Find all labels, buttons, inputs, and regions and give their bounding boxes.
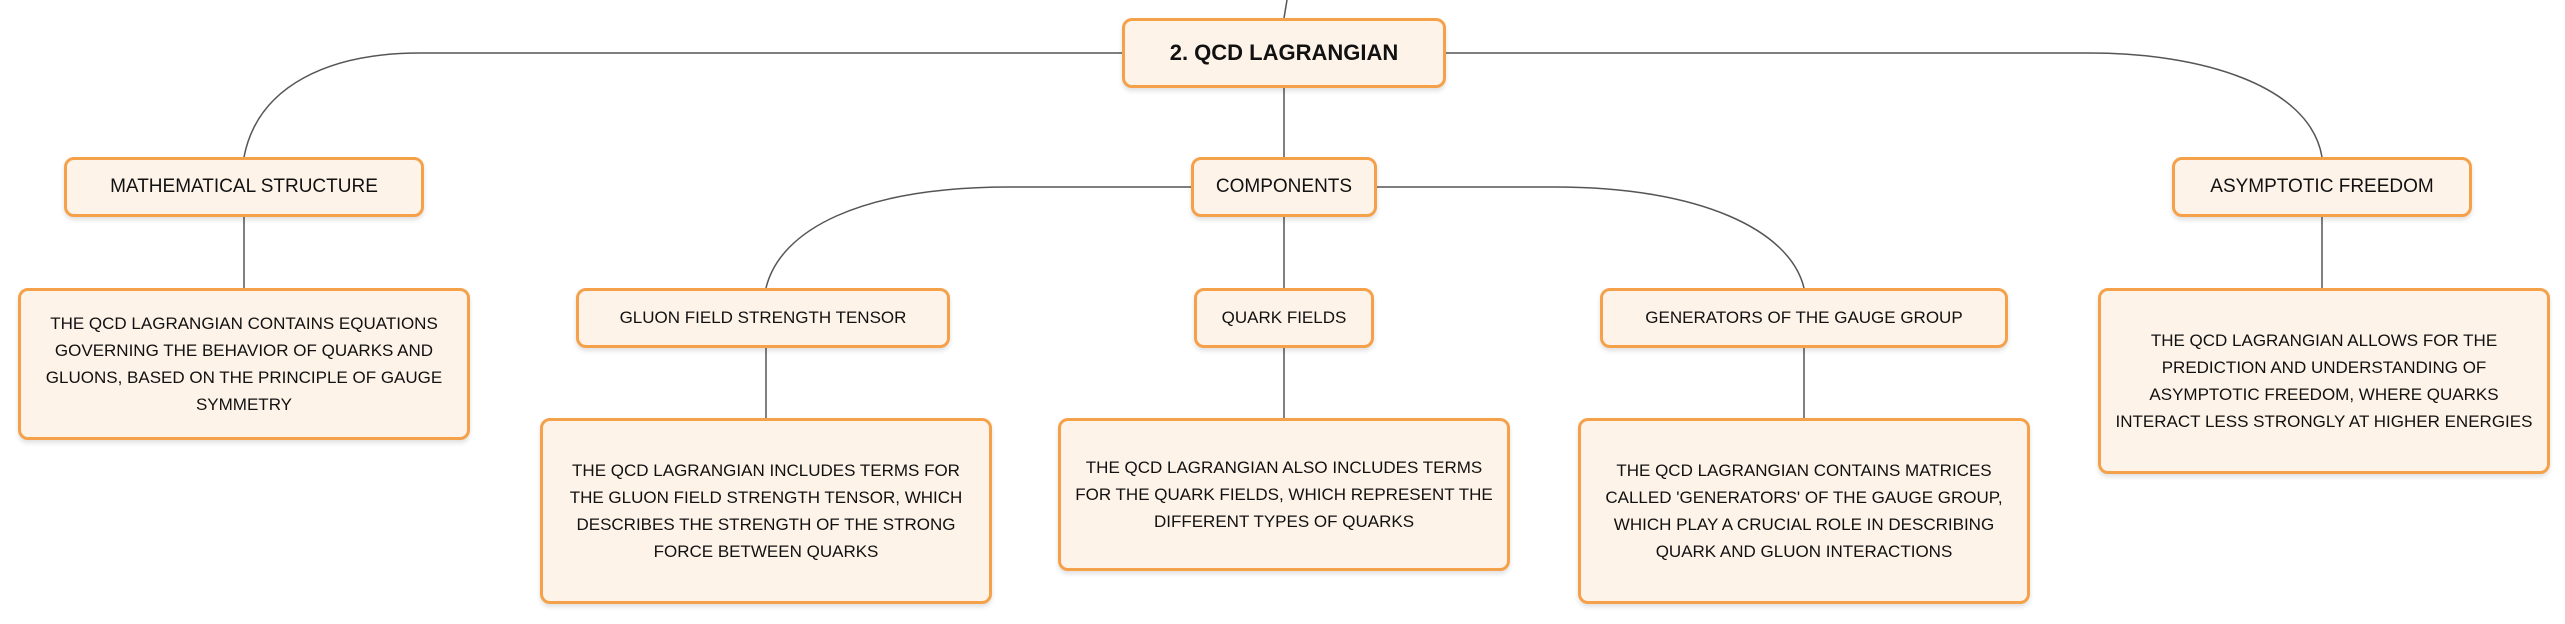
components-node[interactable]: COMPONENTS (1191, 157, 1377, 217)
asymptotic-freedom-node[interactable]: ASYMPTOTIC FREEDOM (2172, 157, 2472, 217)
root-node[interactable]: 2. QCD LAGRANGIAN (1122, 18, 1446, 88)
mathematical-structure-detail[interactable]: THE QCD LAGRANGIAN CONTAINS EQUATIONS GO… (18, 288, 470, 440)
quark-fields-detail[interactable]: THE QCD LAGRANGIAN ALSO INCLUDES TERMS F… (1058, 418, 1510, 571)
mathematical-structure-node[interactable]: MATHEMATICAL STRUCTURE (64, 157, 424, 217)
gluon-field-strength-tensor-node[interactable]: GLUON FIELD STRENGTH TENSOR (576, 288, 950, 348)
connector-root-asymptotic-freedom (1446, 52, 2323, 158)
asymptotic-freedom-detail[interactable]: THE QCD LAGRANGIAN ALLOWS FOR THE PREDIC… (2098, 288, 2550, 474)
connector-components-gluon-tensor (765, 186, 1191, 289)
quark-fields-node[interactable]: QUARK FIELDS (1194, 288, 1374, 348)
generators-of-the-gauge-group-node[interactable]: GENERATORS OF THE GAUGE GROUP (1600, 288, 2008, 348)
generators-of-the-gauge-group-detail[interactable]: THE QCD LAGRANGIAN CONTAINS MATRICES CAL… (1578, 418, 2030, 604)
connector-components-generators (1377, 186, 1805, 289)
connector-root-parent (1283, 0, 1288, 19)
connector-root-mathematical-structure (243, 52, 1122, 158)
gluon-field-strength-tensor-detail[interactable]: THE QCD LAGRANGIAN INCLUDES TERMS FOR TH… (540, 418, 992, 604)
